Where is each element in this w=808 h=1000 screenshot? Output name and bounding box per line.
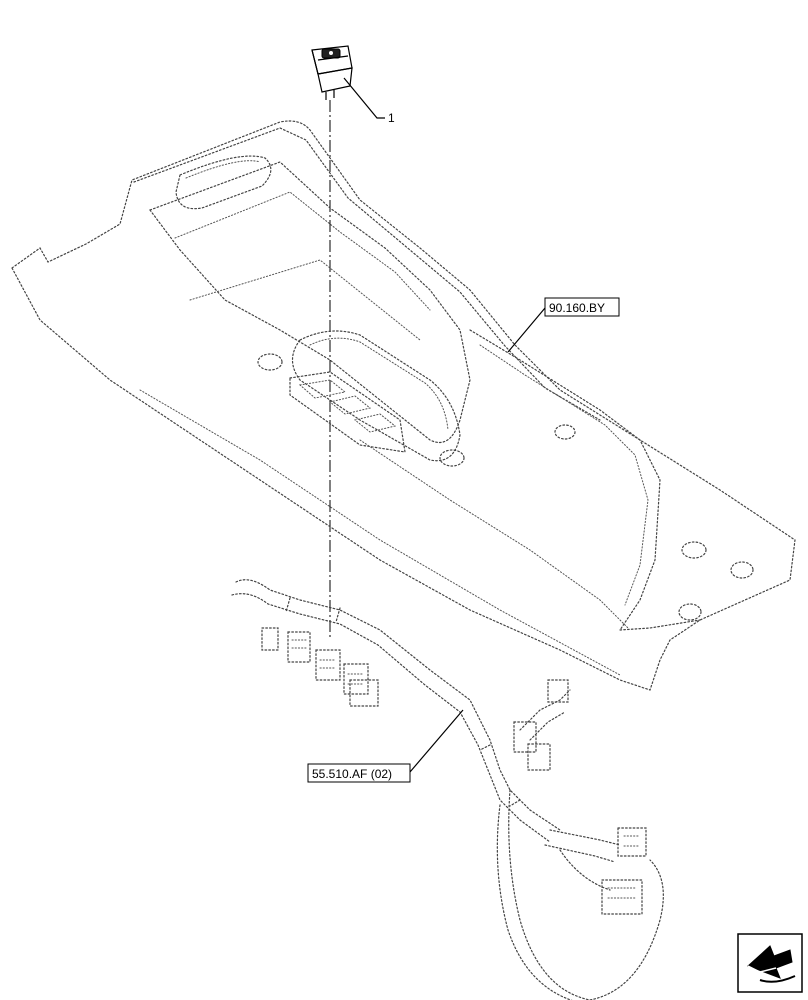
ref-label-harness-text: 55.510.AF (02) <box>312 767 392 781</box>
ref-label-console: 90.160.BY <box>544 297 620 317</box>
navigation-arrow-icon[interactable] <box>737 933 803 993</box>
rocker-switch <box>311 45 353 100</box>
ref-label-harness: 55.510.AF (02) <box>307 763 411 783</box>
callout-1: 1 <box>388 111 395 125</box>
leader-line-1 <box>343 77 385 119</box>
leader-line-console <box>507 307 546 353</box>
leader-line-harness <box>409 709 464 773</box>
ref-label-console-text: 90.160.BY <box>549 301 605 315</box>
wiring-harness <box>231 579 664 1000</box>
center-console <box>11 120 796 691</box>
